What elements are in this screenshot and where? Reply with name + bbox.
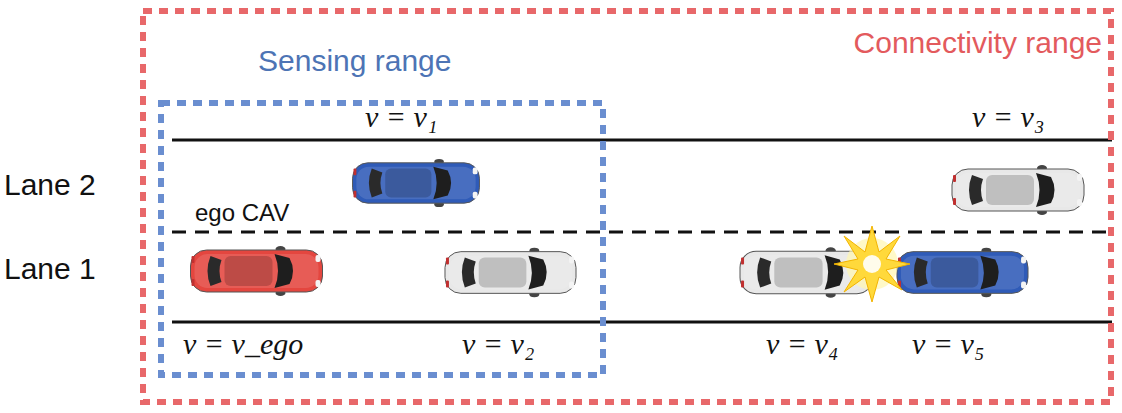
speed-label: v = v₁ (365, 100, 437, 135)
lane-boundary (172, 321, 1112, 324)
collision-burst (834, 226, 910, 302)
range-heading: Sensing range (258, 44, 451, 79)
ego-label: ego CAV (195, 199, 289, 227)
range-heading: Connectivity range (854, 26, 1102, 61)
speed-label: v = v_ego (183, 327, 303, 362)
lane-label: Lane 2 (4, 168, 96, 203)
car-white (952, 165, 1084, 215)
lane-boundary (172, 139, 1112, 142)
car-blue (897, 248, 1028, 298)
speed-label: v = v₂ (462, 327, 534, 362)
speed-label: v = v₃ (972, 100, 1044, 135)
range-border (143, 11, 1111, 402)
car-blue (353, 159, 480, 207)
lane-divider (172, 231, 1112, 234)
ego-car (191, 246, 323, 296)
lane-label: Lane 1 (4, 252, 96, 287)
speed-label: v = v₅ (912, 327, 984, 362)
car-white (445, 248, 576, 298)
range-border (161, 103, 603, 375)
speed-label: v = v₄ (766, 327, 838, 362)
